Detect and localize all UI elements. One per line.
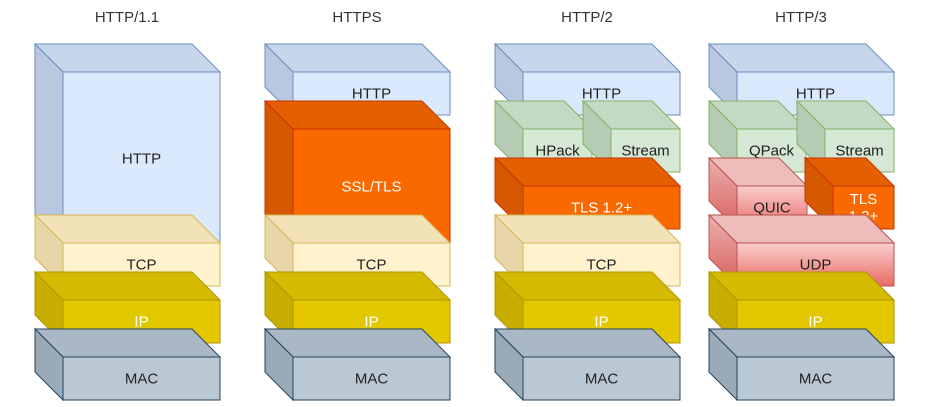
layer-label: HTTP <box>352 86 391 103</box>
layer-mac: MAC <box>493 327 682 402</box>
layer-label: IP <box>594 314 608 331</box>
layer-front-face <box>736 356 895 401</box>
layer-label: SSL/TLS <box>341 179 401 196</box>
layer-label: HTTP <box>796 86 835 103</box>
layer-top-face <box>493 271 682 301</box>
layer-label: IP <box>134 314 148 331</box>
layer-label: MAC <box>799 371 833 388</box>
layer-top-face <box>263 328 452 358</box>
layer-top-face <box>263 271 452 301</box>
layer-top-face <box>33 328 222 358</box>
layer-label: Stream <box>835 143 883 160</box>
layer-top-face <box>263 100 452 130</box>
layer-label: MAC <box>355 371 389 388</box>
layer-top-face <box>707 214 896 244</box>
layer-label: MAC <box>125 371 159 388</box>
stack-title: HTTP/1.1 <box>95 9 159 26</box>
layer-label: TCP <box>357 257 387 274</box>
layer-top-face <box>33 43 222 73</box>
layer-mac: MAC <box>263 327 452 402</box>
layer-label: UDP <box>800 257 832 274</box>
stack-https: HTTPS HTTP SSL/TLS TCP IP MAC <box>263 9 452 402</box>
layer-stream: Stream <box>581 99 682 174</box>
layer-label: HTTP <box>582 86 621 103</box>
layer-top-face <box>707 271 896 301</box>
layer-top-face <box>33 214 222 244</box>
layer-label: IP <box>364 314 378 331</box>
stack-title: HTTP/2 <box>561 9 613 26</box>
stack-title: HTTP/3 <box>775 9 827 26</box>
layer-label: QUIC <box>753 200 791 217</box>
layer-top-face <box>493 328 682 358</box>
layer-top-face <box>707 328 896 358</box>
layer-hpack: HPack <box>493 99 594 174</box>
layer-top-face <box>493 214 682 244</box>
layer-label: Stream <box>621 143 669 160</box>
layer-top-face <box>493 157 682 187</box>
layer-front-face <box>292 356 451 401</box>
layer-top-face <box>263 214 452 244</box>
layer-top-face <box>707 43 896 73</box>
layer-label: TCP <box>587 257 617 274</box>
layer-front-face <box>62 356 221 401</box>
stack-title: HTTPS <box>332 9 381 26</box>
layer-label: TLS 1.2+ <box>571 200 633 217</box>
layer-label: HPack <box>535 143 580 160</box>
layer-label: TCP <box>127 257 157 274</box>
layer-mac: MAC <box>33 327 222 402</box>
layer-tcp: TCP <box>33 213 222 288</box>
layer-label: MAC <box>585 371 619 388</box>
layer-top-face <box>33 271 222 301</box>
layer-label: QPack <box>749 143 795 160</box>
layer-label: HTTP <box>122 151 161 168</box>
layer-top-face <box>263 43 452 73</box>
layer-label: IP <box>808 314 822 331</box>
layer-front-face <box>522 356 681 401</box>
layer-mac: MAC <box>707 327 896 402</box>
layer-top-face <box>493 43 682 73</box>
